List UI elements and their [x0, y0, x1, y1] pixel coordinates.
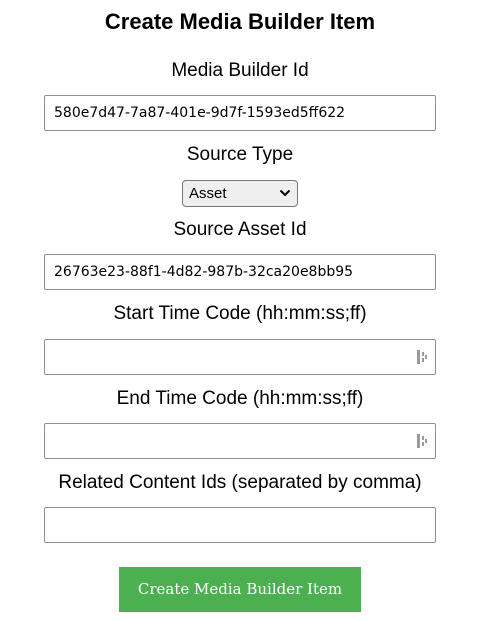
end-time-code-field[interactable]	[44, 423, 436, 459]
related-content-ids-field[interactable]	[44, 507, 436, 543]
start-time-code-field[interactable]	[44, 339, 436, 375]
media-builder-id-value: 580e7d47-7a87-401e-9d7f-1593ed5ff622	[54, 105, 346, 121]
timecode-picker-icon[interactable]	[416, 350, 428, 364]
source-type-selected-value: Asset	[189, 185, 227, 202]
source-type-select[interactable]: Asset	[182, 180, 298, 207]
chevron-down-icon	[279, 189, 291, 197]
source-asset-id-label: Source Asset Id	[173, 219, 307, 240]
source-type-label: Source Type	[186, 144, 294, 165]
create-media-builder-item-button[interactable]: Create Media Builder Item	[119, 567, 361, 612]
source-asset-id-value: 26763e23-88f1-4d82-987b-32ca20e8bb95	[54, 264, 354, 280]
media-builder-id-field[interactable]: 580e7d47-7a87-401e-9d7f-1593ed5ff622	[44, 95, 436, 131]
timecode-picker-icon[interactable]	[416, 434, 428, 448]
source-asset-id-field[interactable]: 26763e23-88f1-4d82-987b-32ca20e8bb95	[44, 254, 436, 290]
page-title: Create Media Builder Item	[104, 9, 376, 34]
related-content-ids-label: Related Content Ids (separated by comma)	[58, 472, 422, 493]
start-time-code-label: Start Time Code (hh:mm:ss;ff)	[113, 303, 367, 324]
media-builder-id-label: Media Builder Id	[171, 60, 309, 81]
end-time-code-label: End Time Code (hh:mm:ss;ff)	[116, 388, 364, 409]
